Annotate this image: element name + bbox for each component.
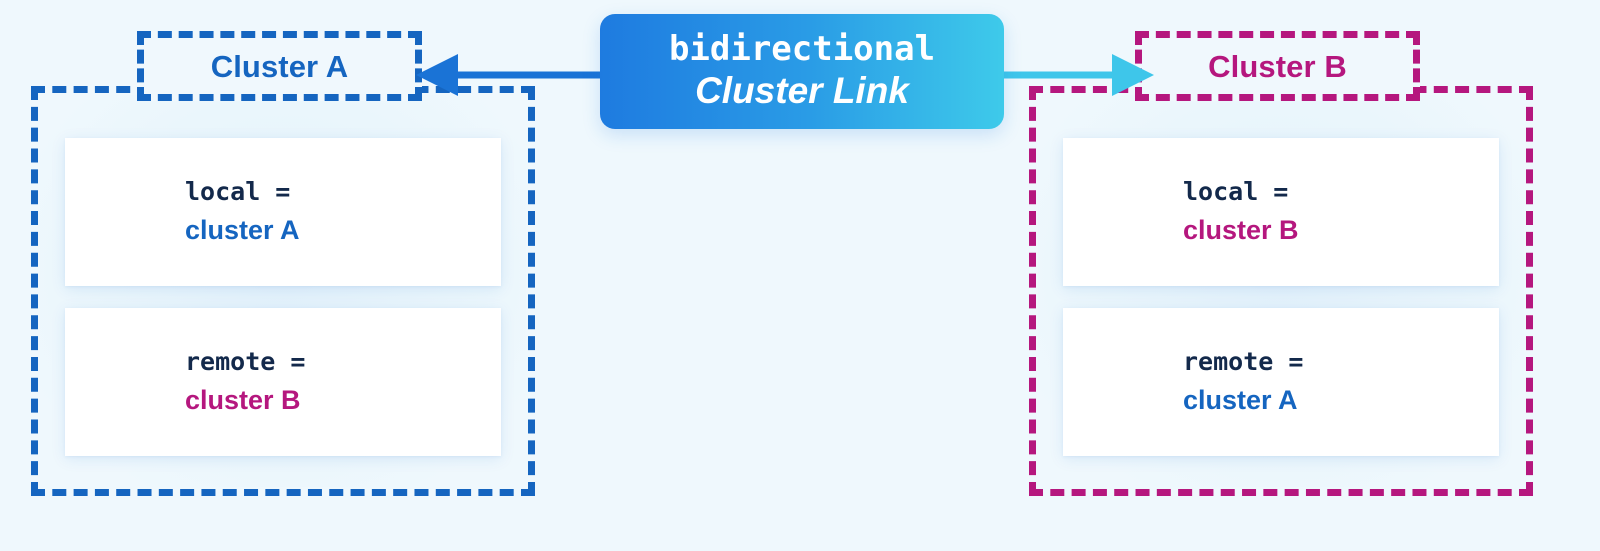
cluster-b-local-card: local = cluster B — [1063, 138, 1499, 286]
arrow-to-cluster-a-icon — [416, 54, 610, 96]
cluster-b-title: Cluster B — [1208, 48, 1347, 84]
cluster-b-remote-key: remote = — [1183, 346, 1304, 376]
cluster-a-local-key: local = — [185, 176, 291, 206]
cluster-a-local-card: local = cluster A — [65, 138, 501, 286]
arrow-to-cluster-b-icon — [995, 54, 1154, 96]
cluster-a-title: Cluster A — [210, 48, 349, 84]
cluster-a-remote-card: remote = cluster B — [65, 308, 501, 456]
cluster-b-local-value: cluster B — [1183, 215, 1299, 246]
cluster-a-remote-key: remote = — [185, 346, 306, 376]
cluster-b-remote-card: remote = cluster A — [1063, 308, 1499, 456]
cluster-b-local-key: local = — [1183, 176, 1289, 206]
cluster-link-badge-line1: bidirectional — [668, 28, 936, 69]
cluster-b-remote-value: cluster A — [1183, 385, 1298, 416]
cluster-a-remote-value: cluster B — [185, 385, 301, 416]
cluster-link-badge-line2: Cluster Link — [695, 69, 909, 111]
cluster-link-badge: bidirectional Cluster Link — [600, 14, 1004, 129]
cluster-a-local-value: cluster A — [185, 215, 300, 246]
cluster-b-title-tab: Cluster B — [1135, 31, 1420, 101]
cluster-a-title-tab: Cluster A — [137, 31, 422, 101]
